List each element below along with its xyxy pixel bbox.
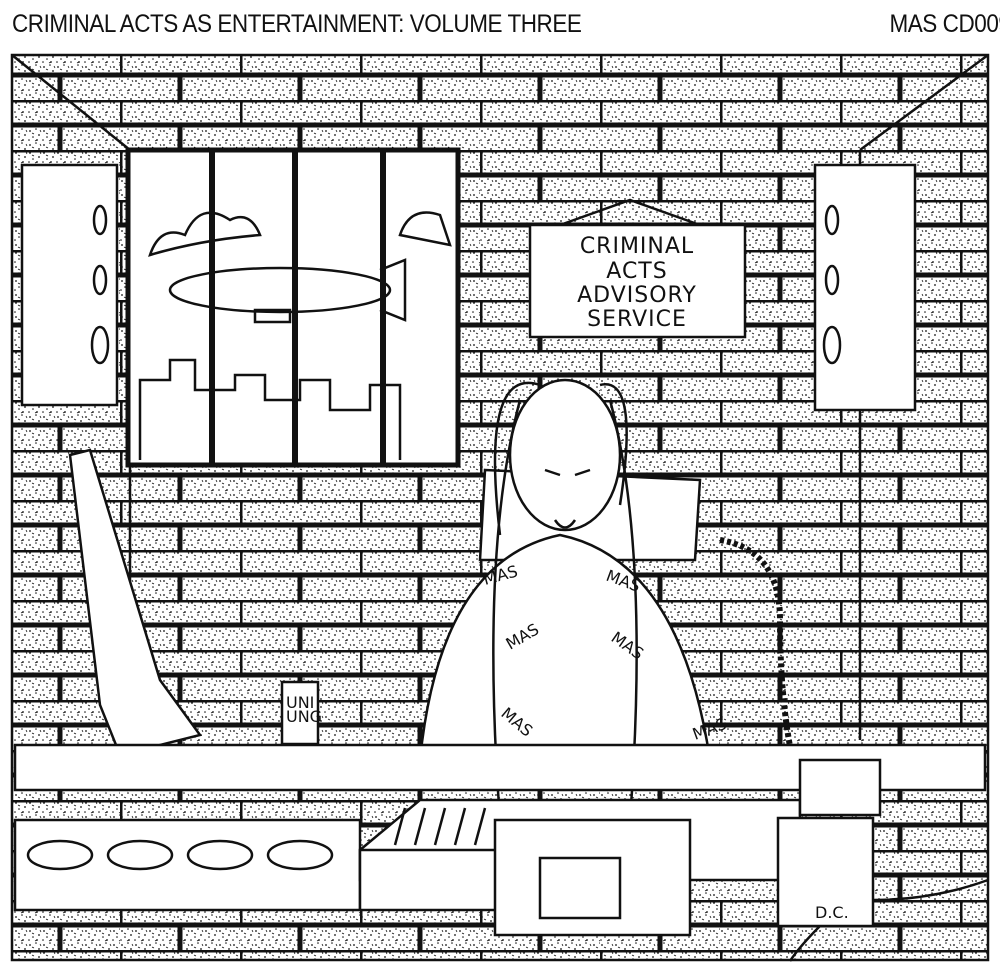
album-title: CRIMINAL ACTS AS ENTERTAINMENT: VOLUME T… (12, 10, 582, 38)
sign-line: SERVICE (587, 307, 687, 332)
cloud (148, 211, 262, 257)
power-cable (788, 878, 989, 962)
wires (492, 381, 638, 821)
desk-top (13, 743, 987, 792)
sign-line: ACTS (606, 259, 667, 284)
sign-text: CRIMINAL ACTS ADVISORY SERVICE (577, 234, 697, 332)
left-speaker (20, 163, 119, 407)
can-label: UNI (286, 693, 314, 712)
catalog-number: MAS CD009 (888, 10, 1000, 38)
zeppelin (168, 266, 392, 314)
cloud (398, 211, 452, 247)
advisory-sign (528, 223, 747, 339)
man-head (508, 378, 622, 532)
turntable-shelf (13, 818, 362, 912)
control-box (493, 818, 692, 937)
city-skyline (138, 358, 402, 460)
outlet-box (776, 816, 875, 928)
faders (393, 807, 487, 846)
records (26, 839, 334, 871)
sign-line: CRIMINAL (580, 234, 694, 259)
sign-line: ADVISORY (577, 283, 697, 308)
right-speaker (813, 163, 917, 412)
can-label: UNG (286, 707, 322, 726)
can (280, 680, 320, 746)
power-box (798, 758, 882, 817)
artist-signature: D.C. (815, 903, 849, 922)
man-body (418, 533, 712, 762)
guitar (68, 448, 203, 757)
